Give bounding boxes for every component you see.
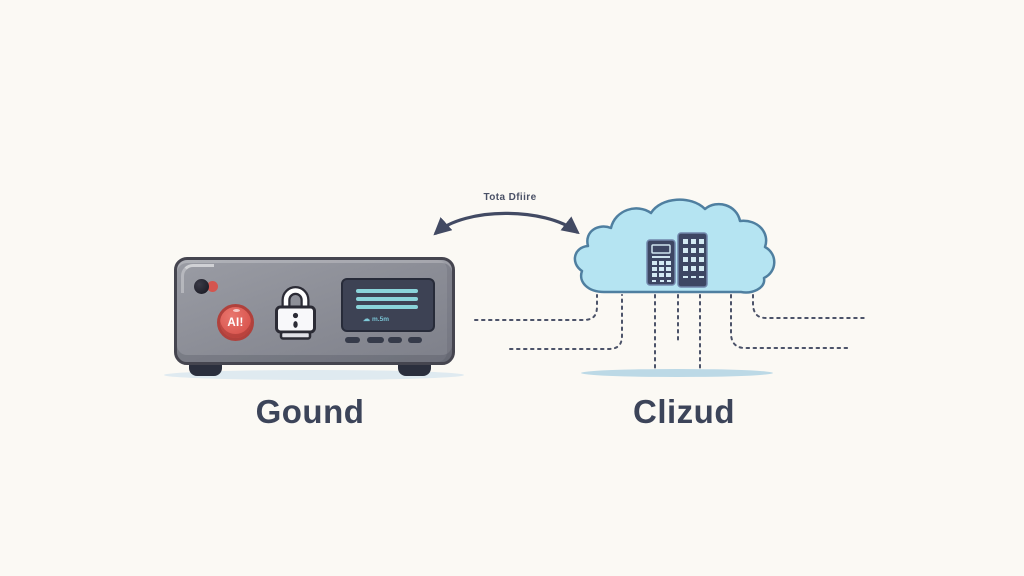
- device-shadow: [164, 370, 464, 380]
- server-rack-icon: [646, 239, 676, 286]
- screen-line: [356, 305, 418, 309]
- server-rack-icon: [677, 232, 708, 288]
- corner-highlight: [181, 264, 214, 293]
- cloud-shape: [573, 198, 776, 294]
- connection-label: Tota Dfiire: [483, 192, 537, 203]
- ai-button-label: AI!: [227, 316, 244, 329]
- screen-caption: ☁ m.5m: [363, 316, 389, 323]
- screen-caption-text: m.5m: [372, 316, 389, 323]
- device-screen: ☁ m.5m: [341, 278, 435, 332]
- ai-button: AI!: [217, 304, 254, 341]
- ground-label: Gound: [255, 393, 365, 430]
- screen-line: [356, 297, 418, 301]
- device-knob: [194, 279, 209, 294]
- vent-slot: [345, 337, 360, 343]
- vent-slot: [367, 337, 384, 343]
- sync-arrow-icon: [433, 211, 580, 236]
- cloud-label: Clizud: [633, 393, 735, 430]
- cloud-shadow: [581, 369, 773, 377]
- lock-icon: [275, 286, 316, 340]
- indicator-light: [207, 281, 218, 292]
- mini-cloud-icon: ☁: [363, 316, 370, 323]
- screen-line: [356, 289, 418, 293]
- vent-slot: [408, 337, 422, 343]
- ground-device: AI! ☁ m.5m: [174, 257, 455, 365]
- vent-slot: [388, 337, 402, 343]
- data-stream-lines: [474, 294, 867, 372]
